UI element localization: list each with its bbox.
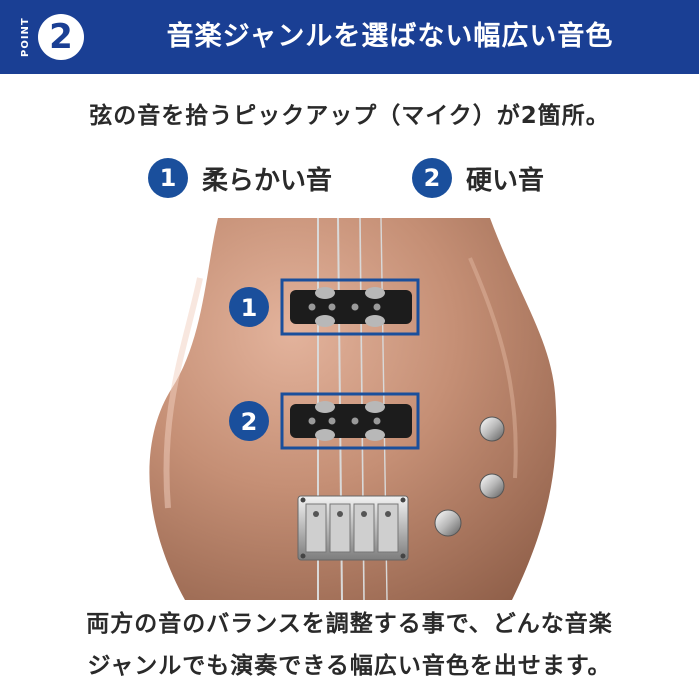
tone-knob: [479, 473, 505, 499]
marker-circle-2: [229, 401, 269, 441]
bass-guitar-photo: 1 2: [149, 218, 557, 600]
legend-label: 柔らかい音: [202, 165, 333, 196]
volume-knob: [479, 416, 505, 442]
page-title: 音楽ジャンルを選ばない幅広い音色: [166, 21, 614, 52]
legend-label: 硬い音: [466, 165, 545, 196]
description-line-1: 両方の音のバランスを調整する事で、どんな音楽: [86, 611, 613, 637]
pickup-neck: [290, 287, 412, 327]
point-number-badge: 2: [38, 14, 84, 60]
marker-circle-1: [229, 287, 269, 327]
legend-item-hard: 2 硬い音: [412, 156, 544, 200]
marker-number-2: 2: [241, 408, 258, 436]
legend-number-badge: 2: [412, 158, 452, 198]
intro-text: 弦の音を拾うピックアップ（マイク）が2箇所。: [89, 103, 610, 129]
point-label: POINT: [20, 17, 31, 57]
description-line-2: ジャンルでも演奏できる幅広い音色を出せます。: [87, 653, 612, 679]
header-banner: POINT 2 音楽ジャンルを選ばない幅広い音色: [0, 0, 699, 74]
bridge: [297, 495, 409, 561]
marker-number-1: 1: [241, 294, 258, 322]
description-text: 両方の音のバランスを調整する事で、どんな音楽 ジャンルでも演奏できる幅広い音色を…: [0, 603, 699, 687]
pickup-highlight-box-2: [280, 392, 420, 450]
legend-item-soft: 1 柔らかい音: [148, 156, 332, 200]
pickup-highlight-box-1: [280, 278, 420, 336]
balance-knob: [434, 509, 462, 537]
legend-number-badge: 1: [148, 158, 188, 198]
pickup-bridge: [290, 401, 412, 441]
